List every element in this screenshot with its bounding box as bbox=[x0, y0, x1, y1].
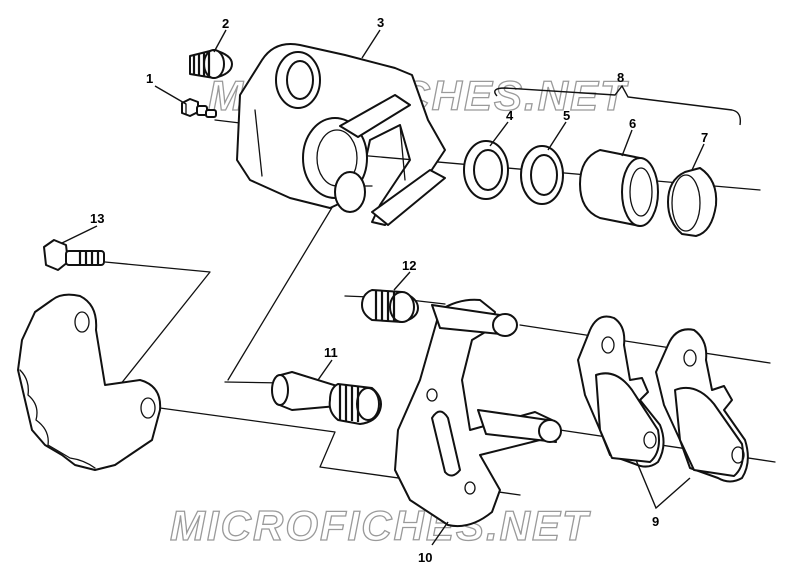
callout-12: 12 bbox=[402, 258, 416, 273]
callout-1: 1 bbox=[146, 71, 153, 86]
callout-5: 5 bbox=[563, 108, 570, 123]
dust-seal-part-5 bbox=[520, 145, 564, 205]
callout-10: 10 bbox=[418, 550, 432, 565]
bushing-part-12 bbox=[361, 289, 419, 323]
plug-part-2 bbox=[189, 49, 233, 79]
brake-pad-part-9-a bbox=[577, 315, 665, 468]
caliper-housing-part-3 bbox=[236, 43, 446, 226]
pin-part-11 bbox=[271, 371, 382, 425]
brake-pad-part-9-b bbox=[655, 328, 749, 483]
fork-leg-mount bbox=[17, 293, 162, 471]
callout-leaders bbox=[61, 29, 705, 546]
callout-labels: 1 2 3 4 5 6 7 8 9 10 11 12 13 bbox=[90, 15, 708, 565]
bolt-part-13 bbox=[43, 239, 105, 271]
callout-7: 7 bbox=[701, 130, 708, 145]
piston-part-6 bbox=[579, 149, 659, 227]
callout-11: 11 bbox=[324, 345, 338, 360]
watermark-bottom: MICROFICHES.NET bbox=[170, 502, 591, 549]
group-brace-part-8 bbox=[494, 84, 742, 126]
caliper-bracket-part-10 bbox=[394, 298, 562, 528]
callout-9: 9 bbox=[652, 514, 659, 529]
callout-4: 4 bbox=[506, 108, 514, 123]
callout-8: 8 bbox=[617, 70, 624, 85]
seal-ring-part-4 bbox=[463, 140, 509, 200]
callout-13: 13 bbox=[90, 211, 104, 226]
piston-cap-part-7 bbox=[667, 167, 718, 237]
callout-3: 3 bbox=[377, 15, 384, 30]
callout-6: 6 bbox=[629, 116, 636, 131]
callout-2: 2 bbox=[222, 16, 229, 31]
